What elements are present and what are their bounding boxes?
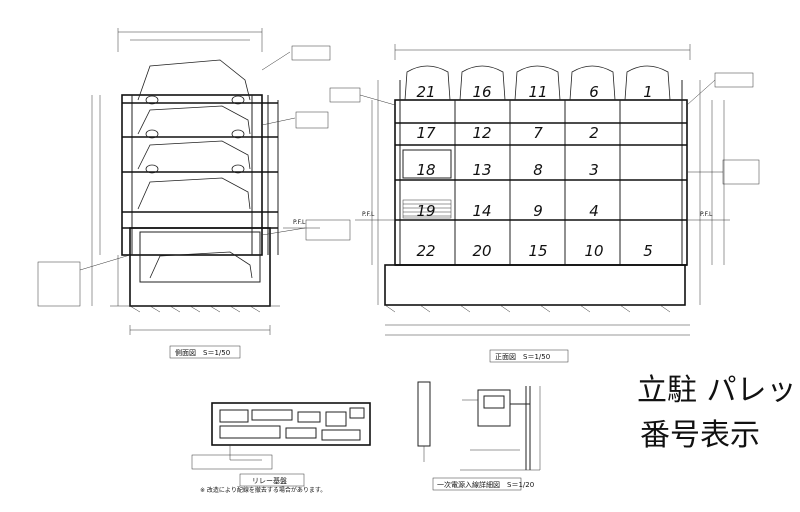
pfl-label-front-right: P.F.L [700, 211, 713, 218]
pallet-number: 20 [472, 242, 491, 260]
pallet-number: 18 [416, 161, 435, 179]
incoming-line-detail: 一次電源入線詳細図 S＝1/20 [417, 381, 541, 491]
pallet-number: 3 [589, 161, 599, 179]
pfl-label-side: P.F.L [293, 219, 306, 226]
handwritten-title-line1: 立駐 パレット [637, 373, 800, 408]
pallet-number: 5 [643, 242, 653, 260]
handwritten-title-line2: 番号表示 [640, 418, 760, 453]
pfl-label-front-left: P.F.L [362, 211, 375, 218]
pallet-number: 11 [528, 83, 547, 101]
pallet-number: 22 [416, 242, 435, 260]
pallet-number: 19 [416, 202, 435, 220]
pallet-number: 14 [472, 202, 491, 220]
pallet-number: 9 [533, 202, 543, 220]
pallet-number: 4 [589, 202, 599, 220]
pallet-number: 21 [416, 83, 435, 101]
pallet-number: 6 [589, 83, 599, 101]
front-view: P.F.L P.F.L 正面図 S＝1/50 21 16 11 6 1 17 12 7 2 18 1… [329, 44, 760, 363]
pallet-number: 2 [589, 124, 599, 142]
pallet-number: 1 [643, 83, 653, 101]
pallet-number: 16 [472, 83, 491, 101]
footnote: ※ 改造により配線を撤去する場合があります。 [200, 486, 326, 494]
pallet-number: 7 [533, 124, 543, 142]
pallet-number: 13 [472, 161, 491, 179]
relay-caption: リレー基盤 [252, 476, 287, 485]
detail-caption: 一次電源入線詳細図 S＝1/20 [437, 480, 534, 489]
pallet-number: 15 [528, 242, 547, 260]
relay-board: リレー基盤 [191, 402, 371, 487]
pallet-number: 10 [584, 242, 603, 260]
front-view-caption: 正面図 S＝1/50 [495, 353, 550, 361]
pallet-number: 12 [472, 124, 491, 142]
pallet-number: 8 [533, 161, 543, 179]
pallet-number: 17 [416, 124, 436, 142]
side-view: P.F.L 側面図 S＝1/50 [37, 28, 351, 359]
pallet-number-layer: 21 16 11 6 1 17 12 7 2 18 13 8 3 19 14 9 4 22 20 15 10 5 [416, 83, 652, 260]
side-view-caption: 側面図 S＝1/50 [175, 348, 230, 357]
